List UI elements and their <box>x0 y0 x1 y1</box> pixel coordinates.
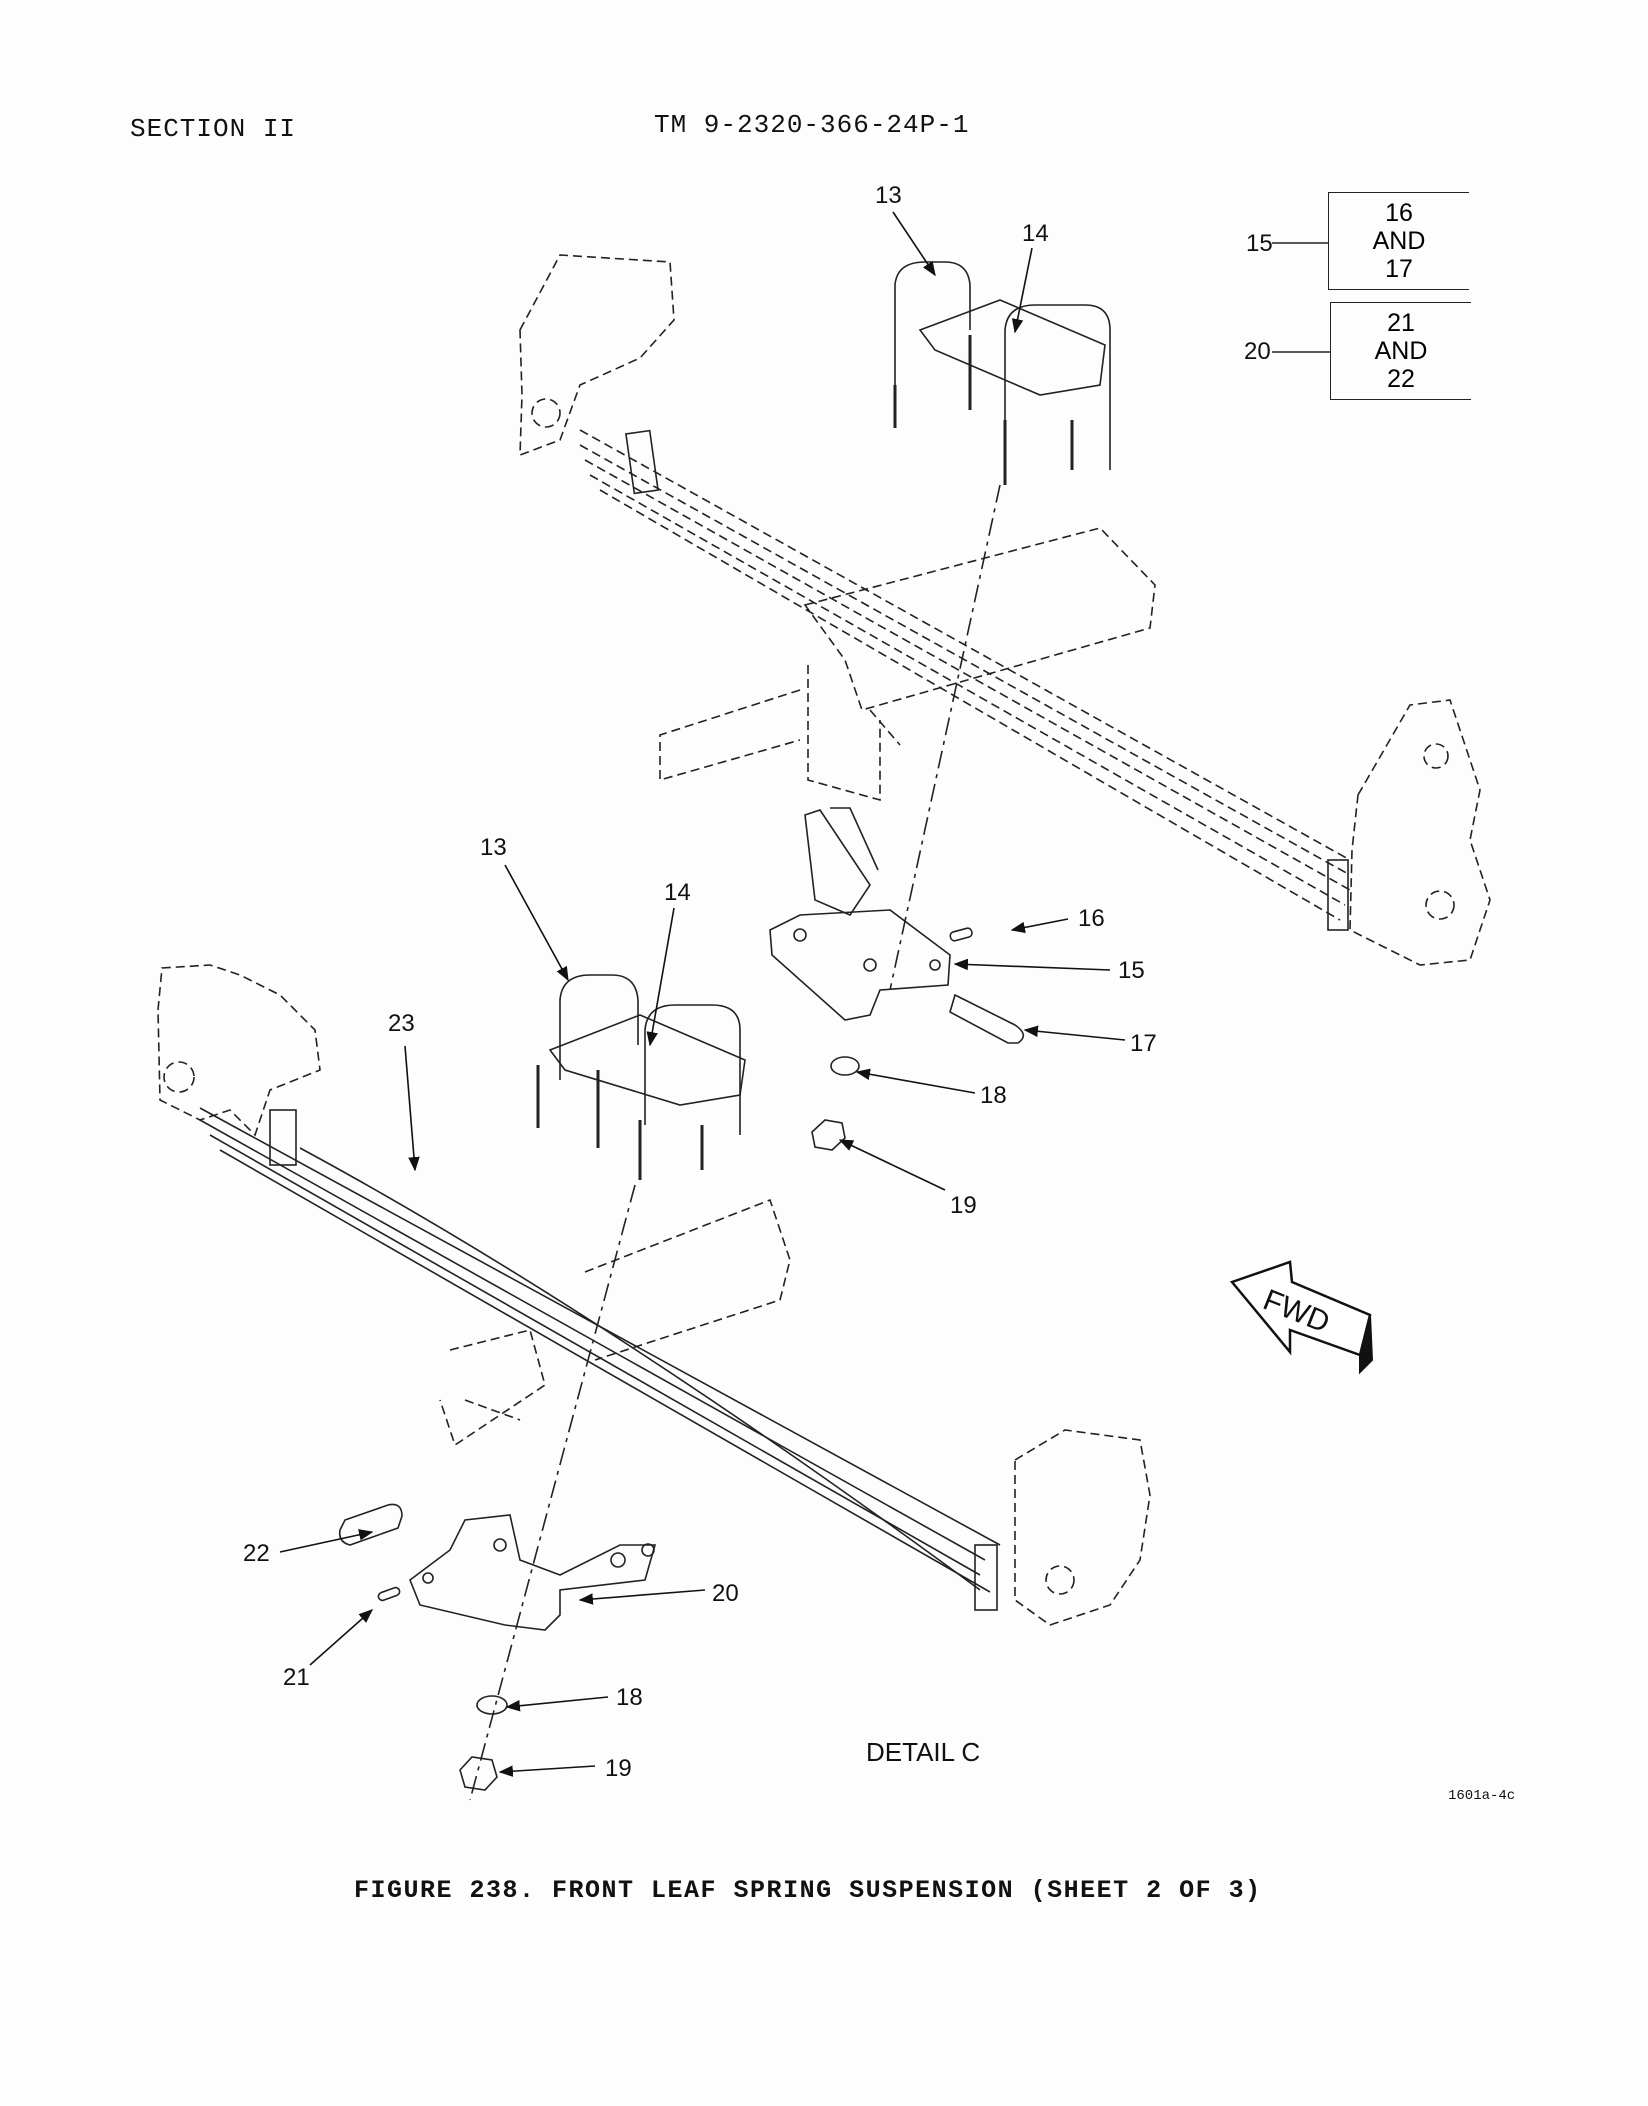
callout-lower-13: 13 <box>480 834 507 861</box>
kit-20-line1: 21 <box>1387 309 1415 337</box>
leader-22 <box>279 1529 374 1553</box>
upper-bracket-15 <box>769 807 951 1021</box>
kit-item-15: 15 <box>1246 230 1273 257</box>
kit-box-15: 16 AND 17 <box>1328 192 1469 290</box>
callout-lower-14: 14 <box>664 879 691 906</box>
callout-upper-18: 18 <box>980 1082 1007 1109</box>
lower-nut-19 <box>459 1756 498 1791</box>
callout-23: 23 <box>388 1010 415 1037</box>
lower-bracket-20 <box>409 1514 657 1631</box>
kit-15-line2: AND <box>1372 227 1426 255</box>
kit-20-line3: 22 <box>1387 365 1415 393</box>
leader-upper-14 <box>1011 247 1033 334</box>
kit-item-20: 20 <box>1244 338 1271 365</box>
leader-17 <box>1023 1025 1126 1041</box>
upper-rear-band <box>1327 859 1349 931</box>
upper-centerline <box>889 484 1001 991</box>
leader-23 <box>404 1045 420 1172</box>
leader-lower-18 <box>505 1696 609 1712</box>
callout-upper-19: 19 <box>950 1192 977 1219</box>
upper-washer-18 <box>830 1056 860 1076</box>
upper-spring-band <box>625 429 659 495</box>
callout-lower-18: 18 <box>616 1684 643 1711</box>
lower-roll-pin-21 <box>377 1586 401 1602</box>
callout-16: 16 <box>1078 905 1105 932</box>
manual-number: TM 9-2320-366-24P-1 <box>654 110 970 140</box>
leader-upper-13 <box>892 211 936 277</box>
callout-upper-14: 14 <box>1022 220 1049 247</box>
drawing-number: 1601a-4c <box>1448 1788 1516 1804</box>
callout-upper-13: 13 <box>875 182 902 209</box>
leader-lower-13 <box>504 864 569 982</box>
upper-spring-seat <box>918 299 1106 396</box>
callout-21: 21 <box>283 1664 310 1691</box>
upper-roll-pin-16 <box>949 927 973 942</box>
callout-20: 20 <box>712 1580 739 1607</box>
upper-nut-19 <box>811 1119 846 1151</box>
leader-15 <box>953 958 1111 971</box>
detail-label: DETAIL C <box>866 1737 981 1767</box>
kit-15-line3: 17 <box>1385 255 1413 283</box>
section-header: SECTION II <box>130 114 297 144</box>
kit-15-line1: 16 <box>1385 199 1413 227</box>
callout-22: 22 <box>243 1540 270 1567</box>
callout-17: 17 <box>1130 1030 1157 1057</box>
lower-centerline <box>469 1184 636 1801</box>
kit-box-20: 21 AND 22 <box>1330 302 1471 400</box>
leader-21 <box>309 1609 374 1666</box>
leader-upper-18 <box>855 1068 976 1094</box>
forward-direction-arrow <box>1229 1260 1374 1375</box>
callout-lower-19: 19 <box>605 1755 632 1782</box>
upper-leaf-spring-phantom <box>519 254 1491 966</box>
lower-spring-seat <box>548 1014 746 1106</box>
lower-u-bolts <box>536 974 741 1180</box>
leader-lower-14 <box>646 907 675 1047</box>
leader-lower-19 <box>498 1765 596 1777</box>
lower-washer-18 <box>476 1695 508 1715</box>
upper-u-bolts <box>893 261 1111 485</box>
lower-front-band <box>269 1109 297 1166</box>
figure-caption: FIGURE 238. FRONT LEAF SPRING SUSPENSION… <box>354 1876 1262 1905</box>
leader-20 <box>578 1589 706 1605</box>
upper-pin-17 <box>949 993 1025 1044</box>
lower-pin-22 <box>338 1503 403 1546</box>
kit-20-line2: AND <box>1374 337 1428 365</box>
lower-leaf-spring <box>157 964 1151 1626</box>
callout-15: 15 <box>1118 957 1145 984</box>
leader-16 <box>1010 918 1069 934</box>
leader-upper-19 <box>838 1139 946 1191</box>
